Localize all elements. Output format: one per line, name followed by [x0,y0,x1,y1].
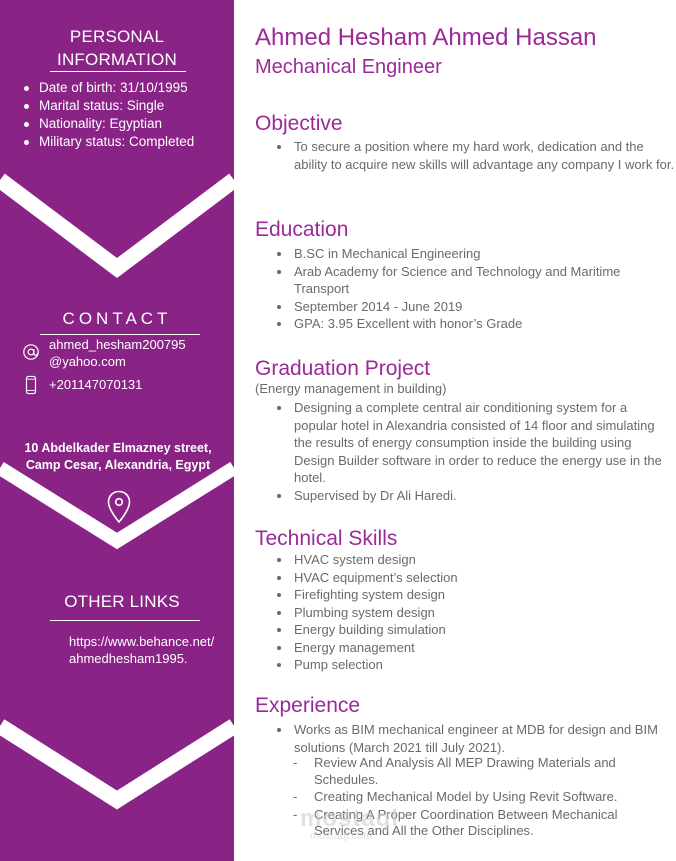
list-item: GPA: 3.95 Excellent with honor’s Grade [275,315,665,333]
education-heading: Education [255,218,349,241]
job-title: Mechanical Engineer [255,56,442,78]
experience-heading: Experience [255,694,361,717]
objective-heading: Objective [255,112,343,135]
personal-info-list: Date of birth: 31/10/1995 Marital status… [22,79,194,151]
list-item: Supervised by Dr Ali Haredi. [275,487,665,505]
experience-sub-list: Review And Analysis All MEP Drawing Mate… [293,755,653,841]
watermark-sub: mostaql.com [310,830,373,842]
list-item: Creating Mechanical Model by Using Revit… [293,789,653,806]
experience-list: Works as BIM mechanical engineer at MDB … [275,721,665,756]
education-list: B.SC in Mechanical Engineering Arab Acad… [275,245,665,333]
contact-heading: CONTACT [62,309,172,328]
list-item: Energy building simulation [275,621,665,639]
technical-skills-heading: Technical Skills [255,527,398,550]
list-item: Date of birth: 31/10/1995 [22,79,194,97]
list-item: To secure a position where my hard work,… [275,138,675,173]
address-text: 10 Abdelkader Elmazney street, Camp Cesa… [24,441,212,472]
other-links-rule [50,620,200,621]
list-item: Nationality: Egyptian [22,115,194,133]
list-item: Energy management [275,639,665,657]
list-item: HVAC equipment’s selection [275,569,665,587]
list-item: Marital status: Single [22,97,194,115]
phone-text[interactable]: +201147070131 [49,377,143,392]
graduation-project-list: Designing a complete central air conditi… [275,399,665,504]
list-item: Military status: Completed [22,133,194,151]
chevron-divider-1 [0,173,234,278]
personal-info-heading: PERSONAL INFORMATION [57,27,177,69]
list-item: Plumbing system design [275,604,665,622]
sidebar: PERSONAL INFORMATION Date of birth: 31/1… [0,0,234,861]
other-links-heading: OTHER LINKS [64,592,180,611]
list-item: Pump selection [275,656,665,674]
graduation-project-heading: Graduation Project [255,357,431,380]
list-item: Works as BIM mechanical engineer at MDB … [275,721,665,756]
list-item: Review And Analysis All MEP Drawing Mate… [293,755,653,788]
phone-icon [25,375,37,395]
technical-skills-list: HVAC system design HVAC equipment’s sele… [275,551,665,674]
list-item: B.SC in Mechanical Engineering [275,245,665,263]
personal-info-rule [50,71,186,72]
phone-row: +201147070131 [22,375,222,395]
chevron-divider-3 [0,719,234,810]
objective-list: To secure a position where my hard work,… [275,138,675,173]
full-name: Ahmed Hesham Ahmed Hassan [255,24,597,51]
email-text[interactable]: ahmed_hesham200795 @yahoo.com [49,337,186,369]
list-item: HVAC system design [275,551,665,569]
list-item: Firefighting system design [275,586,665,604]
list-item: September 2014 - June 2019 [275,298,665,316]
at-icon [23,344,39,360]
behance-link[interactable]: https://www.behance.net/ahmedhesham1995. [69,634,215,666]
location-pin-icon [107,490,131,524]
watermark: mostaql [300,805,400,832]
list-item: Designing a complete central air conditi… [275,399,665,487]
graduation-project-subtitle: (Energy management in building) [255,381,447,396]
chevron-divider-2 [0,462,234,550]
contact-rule [40,334,200,335]
email-row: ahmed_hesham200795 @yahoo.com [22,336,222,372]
list-item: Creating A Proper Coordination Between M… [293,807,653,840]
list-item: Arab Academy for Science and Technology … [275,263,665,298]
